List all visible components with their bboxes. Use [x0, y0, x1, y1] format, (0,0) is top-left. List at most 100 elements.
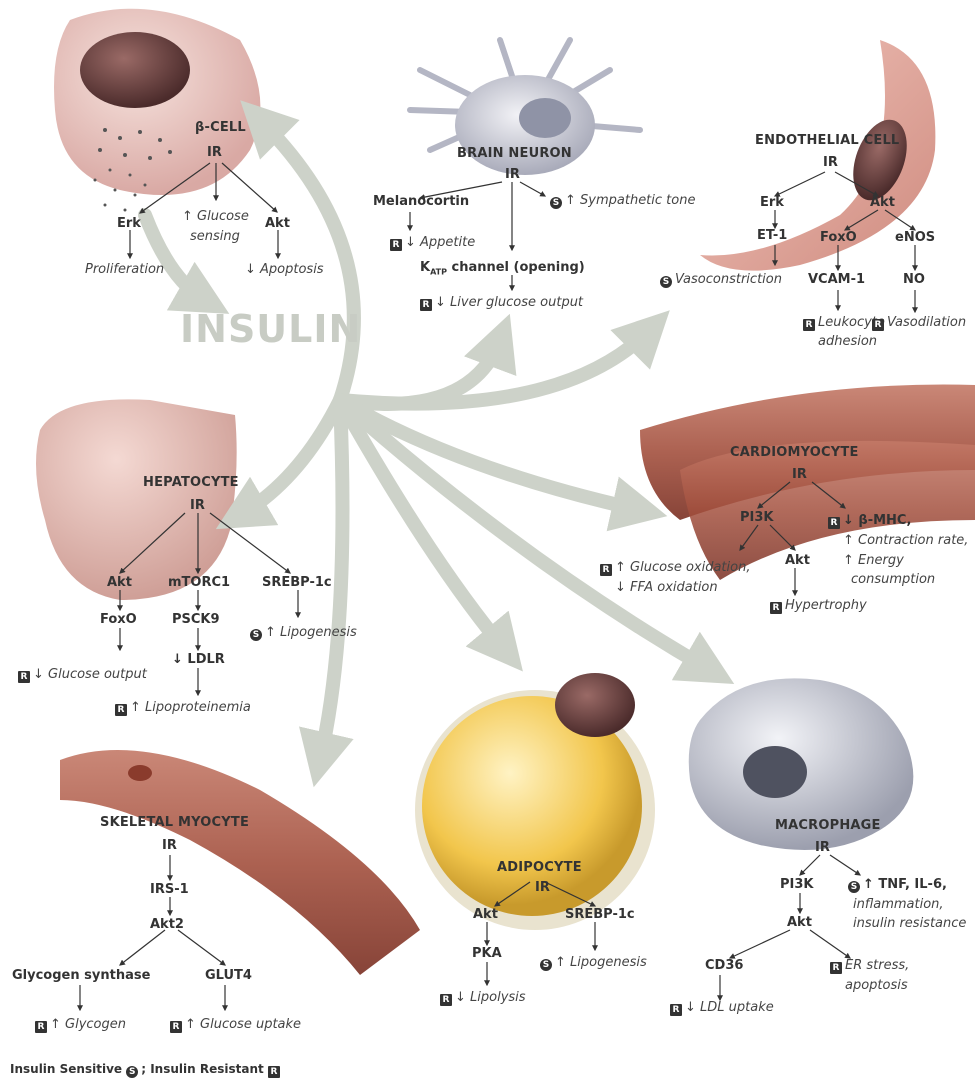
skeletal-myocyte-title: SKELETAL MYOCYTE — [100, 815, 249, 830]
endo-leukocyte-adhesion-2: adhesion — [818, 334, 877, 349]
skeletal-myocyte-illustration — [60, 750, 420, 975]
macro-tnf: S↑ TNF, IL-6, — [848, 877, 947, 893]
macro-inflammation: inflammation, — [853, 897, 944, 912]
beta-apoptosis: ↓ Apoptosis — [245, 262, 324, 277]
beta-erk: Erk — [117, 216, 141, 231]
skel-irs1: IRS-1 — [150, 882, 189, 897]
macro-ldl-uptake: R↓ LDL uptake — [670, 1000, 774, 1016]
macro-cd36: CD36 — [705, 958, 743, 973]
adipo-akt: Akt — [473, 907, 498, 922]
adipocyte-title: ADIPOCYTE — [497, 860, 582, 875]
brain-sympathetic-tone: S↑ Sympathetic tone — [550, 193, 695, 209]
beta-glucose-sensing-2: sensing — [190, 229, 240, 244]
resistant-badge: R — [872, 319, 884, 331]
adipo-lipolysis: R↓ Lipolysis — [440, 990, 526, 1006]
endo-no: NO — [903, 272, 925, 287]
brain-appetite: R↓ Appetite — [390, 235, 475, 251]
brain-melanocortin: Melanocortin — [373, 194, 469, 209]
endo-et1: ET-1 — [757, 228, 787, 243]
macro-insulin-resistance: insulin resistance — [853, 916, 966, 931]
cardio-akt: Akt — [785, 553, 810, 568]
resistant-badge: R — [600, 564, 612, 576]
beta-cell-title: β-CELL — [195, 120, 246, 135]
brain-katp-channel: KATP channel (opening) — [420, 260, 585, 280]
sensitive-badge: S — [848, 881, 860, 893]
resistant-badge: R — [420, 299, 432, 311]
sensitive-badge: S — [660, 276, 672, 288]
hepatocyte-title: HEPATOCYTE — [143, 475, 239, 490]
hep-akt: Akt — [107, 575, 132, 590]
hep-lipogenesis: S↑ Lipogenesis — [250, 625, 357, 641]
hep-foxo: FoxO — [100, 612, 137, 627]
skel-glycogen-synthase: Glycogen synthase — [12, 968, 150, 983]
adipo-pka: PKA — [472, 946, 502, 961]
skel-glycogen: R↑ Glycogen — [35, 1017, 126, 1033]
resistant-badge: R — [440, 994, 452, 1006]
hep-srebp: SREBP-1c — [262, 575, 332, 590]
beta-proliferation: Proliferation — [85, 262, 164, 277]
macro-ir: IR — [815, 840, 830, 855]
skel-glucose-uptake: R↑ Glucose uptake — [170, 1017, 301, 1033]
macro-apoptosis: apoptosis — [845, 978, 908, 993]
brain-liver-glucose-output: R↓ Liver glucose output — [420, 295, 583, 311]
hep-ir: IR — [190, 498, 205, 513]
resistant-badge: R — [830, 962, 842, 974]
adipo-srebp: SREBP-1c — [565, 907, 635, 922]
cardio-glucose-oxidation: R↑ Glucose oxidation, — [600, 560, 750, 576]
beta-glucose-sensing-1: ↑ Glucose — [182, 209, 249, 224]
cardiomyocyte-illustration — [640, 385, 975, 580]
beta-cell-illustration — [54, 9, 260, 212]
sensitive-badge: S — [250, 629, 262, 641]
macro-pi3k: PI3K — [780, 877, 813, 892]
hepatocyte-illustration — [36, 399, 237, 600]
endo-ir: IR — [823, 155, 838, 170]
resistant-badge: R — [828, 517, 840, 529]
macro-akt: Akt — [787, 915, 812, 930]
hep-ldlr: ↓ LDLR — [172, 652, 225, 667]
hep-lipoproteinemia: R↑ Lipoproteinemia — [115, 700, 251, 716]
resistant-badge: R — [670, 1004, 682, 1016]
adipo-lipogenesis: S↑ Lipogenesis — [540, 955, 647, 971]
sensitive-badge: S — [126, 1066, 138, 1078]
sensitive-badge: S — [540, 959, 552, 971]
endothelial-title: ENDOTHELIAL CELL — [755, 133, 899, 148]
brain-neuron-title: BRAIN NEURON — [457, 146, 572, 161]
macrophage-title: MACROPHAGE — [775, 818, 881, 833]
cardio-ffa-oxidation: ↓ FFA oxidation — [615, 580, 718, 595]
cardio-ir: IR — [792, 467, 807, 482]
resistant-badge: R — [18, 671, 30, 683]
beta-akt: Akt — [265, 216, 290, 231]
resistant-badge: R — [390, 239, 402, 251]
hep-mtorc1: mTORC1 — [168, 575, 230, 590]
hep-glucose-output: R↓ Glucose output — [18, 667, 147, 683]
legend: Insulin Sensitive S; Insulin Resistant R — [10, 1062, 283, 1078]
resistant-badge: R — [115, 704, 127, 716]
cardio-energy-1: ↑ Energy — [843, 553, 904, 568]
resistant-badge: R — [268, 1066, 280, 1078]
skel-glut4: GLUT4 — [205, 968, 252, 983]
sensitive-badge: S — [550, 197, 562, 209]
insulin-label: INSULIN — [180, 322, 361, 337]
cardio-pi3k: PI3K — [740, 510, 773, 525]
cardiomyocyte-title: CARDIOMYOCYTE — [730, 445, 859, 460]
endo-foxo: FoxO — [820, 230, 857, 245]
resistant-badge: R — [770, 602, 782, 614]
adipo-ir: IR — [535, 880, 550, 895]
skel-akt2: Akt2 — [150, 917, 184, 932]
resistant-badge: R — [170, 1021, 182, 1033]
endo-erk: Erk — [760, 195, 784, 210]
cardio-contraction-rate: ↑ Contraction rate, — [843, 533, 968, 548]
endo-enos: eNOS — [895, 230, 935, 245]
beta-ir: IR — [207, 145, 222, 160]
cardio-energy-2: consumption — [851, 572, 935, 587]
hep-psck9: PSCK9 — [172, 612, 220, 627]
cardio-bmhc: R↓ β-MHC, — [828, 513, 911, 529]
skel-ir: IR — [162, 838, 177, 853]
endo-vcam: VCAM-1 — [808, 272, 865, 287]
brain-ir: IR — [505, 167, 520, 182]
endo-akt: Akt — [870, 195, 895, 210]
